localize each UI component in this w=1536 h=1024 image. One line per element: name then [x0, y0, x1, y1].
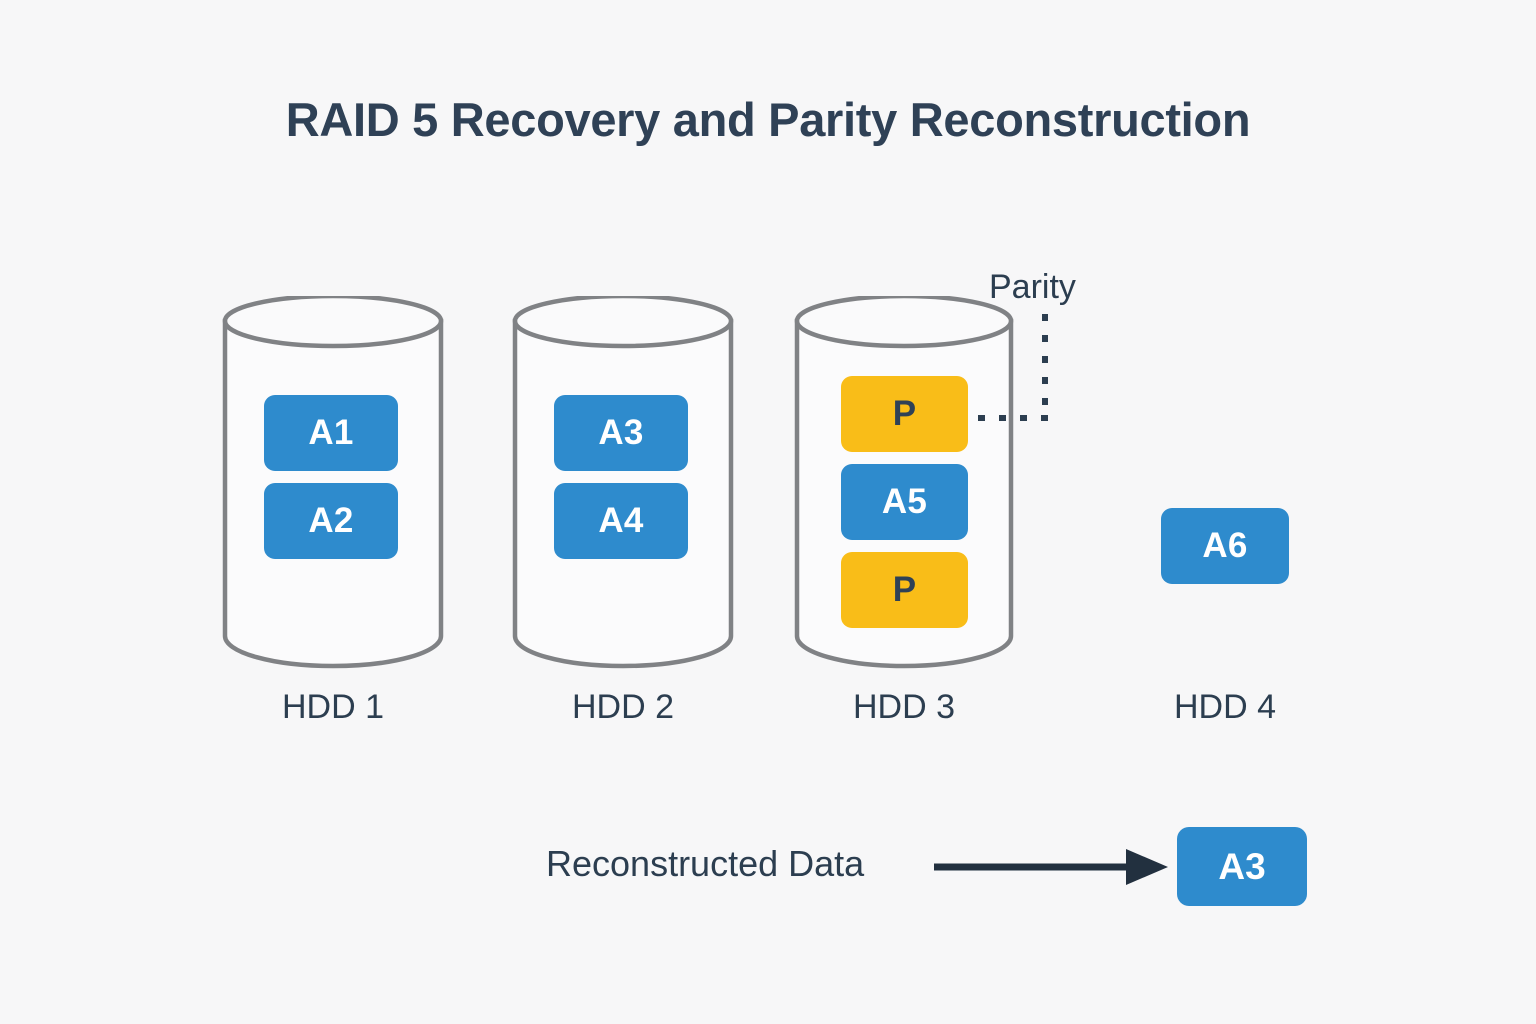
parity-block-bottom[interactable]: P [841, 552, 968, 628]
disk-label-hdd-2: HDD 2 [571, 688, 675, 726]
data-block-label: A5 [881, 482, 928, 521]
data-block-a6[interactable]: A6 [1161, 508, 1289, 584]
data-block-label: A4 [598, 501, 644, 540]
data-block-a5[interactable]: A5 [841, 464, 968, 540]
disk-label-hdd-1: HDD 1 [281, 688, 385, 726]
right-arrow-icon [934, 849, 1168, 885]
data-block-a2[interactable]: A2 [264, 483, 398, 559]
data-block-label: A3 [598, 413, 644, 452]
parity-callout-label: Parity [989, 268, 1076, 306]
page-title: RAID 5 Recovery and Parity Reconstructio… [285, 93, 1251, 146]
disk-label-hdd-4: HDD 4 [1173, 688, 1277, 726]
data-block-label: A2 [308, 501, 354, 540]
data-block-a4[interactable]: A4 [554, 483, 688, 559]
disk-label-hdd-3: HDD 3 [852, 688, 956, 726]
data-block-label: A6 [1202, 526, 1248, 565]
parity-block-label: P [892, 394, 917, 433]
reconstructed-data-block[interactable]: A3 [1177, 827, 1307, 906]
data-block-a3[interactable]: A3 [554, 395, 688, 471]
parity-callout-leader-line [978, 314, 1048, 421]
parity-block-top[interactable]: P [841, 376, 968, 452]
reconstructed-data-label: Reconstructed Data [546, 843, 865, 884]
parity-block-label: P [892, 570, 917, 609]
reconstructed-data-block-label: A3 [1218, 845, 1266, 887]
data-block-a1[interactable]: A1 [264, 395, 398, 471]
data-block-label: A1 [308, 413, 354, 452]
